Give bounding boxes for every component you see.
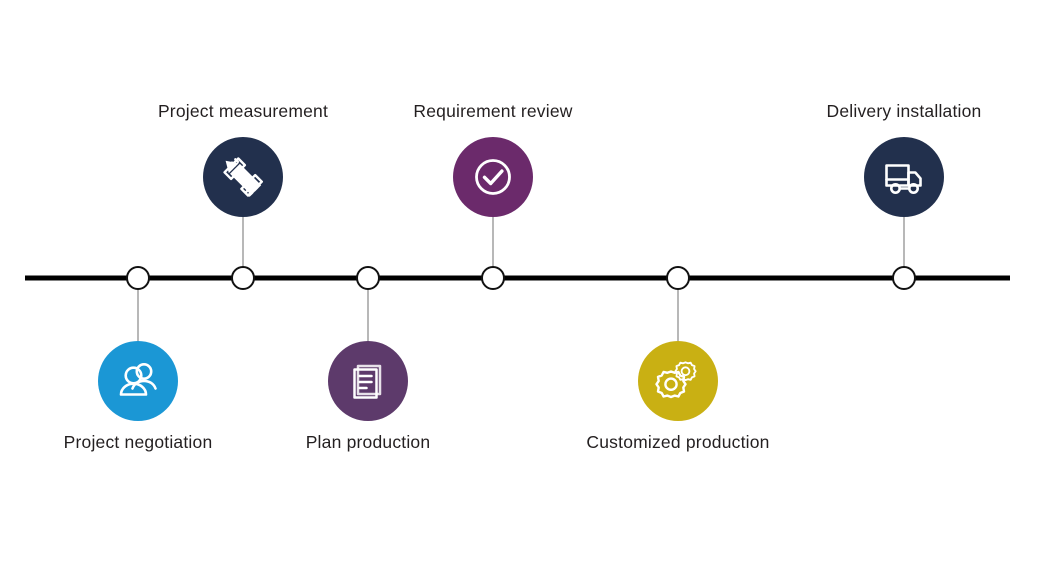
step-label-plan-production: Plan production	[305, 432, 431, 452]
timeline-node-marker[interactable]	[481, 266, 505, 290]
step-label-project-measurement: Project measurement	[157, 101, 329, 121]
timeline-node-markers	[126, 266, 916, 290]
connector-lines	[137, 217, 905, 341]
timeline-node-marker[interactable]	[126, 266, 150, 290]
step-label-project-negotiation: Project negotiation	[63, 432, 213, 452]
gears-icon	[655, 361, 697, 399]
documents-stack-icon	[353, 364, 382, 399]
timeline-node-marker[interactable]	[892, 266, 916, 290]
check-circle-icon	[475, 159, 511, 195]
step-label-requirement-review: Requirement review	[413, 101, 573, 121]
step-icon-plan-production[interactable]	[328, 341, 408, 421]
step-icon-project-measurement[interactable]	[203, 137, 283, 217]
ruler-pencil-icon	[223, 157, 263, 197]
timeline-node-marker[interactable]	[356, 266, 380, 290]
timeline-node-marker[interactable]	[231, 266, 255, 290]
step-icon-customized-production[interactable]	[638, 341, 718, 421]
people-group-icon	[119, 363, 157, 396]
step-label-delivery-installation: Delivery installation	[826, 101, 982, 121]
step-label-customized-production: Customized production	[586, 432, 770, 452]
step-icon-requirement-review[interactable]	[453, 137, 533, 217]
timeline-node-marker[interactable]	[666, 266, 690, 290]
step-icon-project-negotiation[interactable]	[98, 341, 178, 421]
step-icon-delivery-installation[interactable]	[864, 137, 944, 217]
delivery-truck-icon	[885, 164, 922, 194]
